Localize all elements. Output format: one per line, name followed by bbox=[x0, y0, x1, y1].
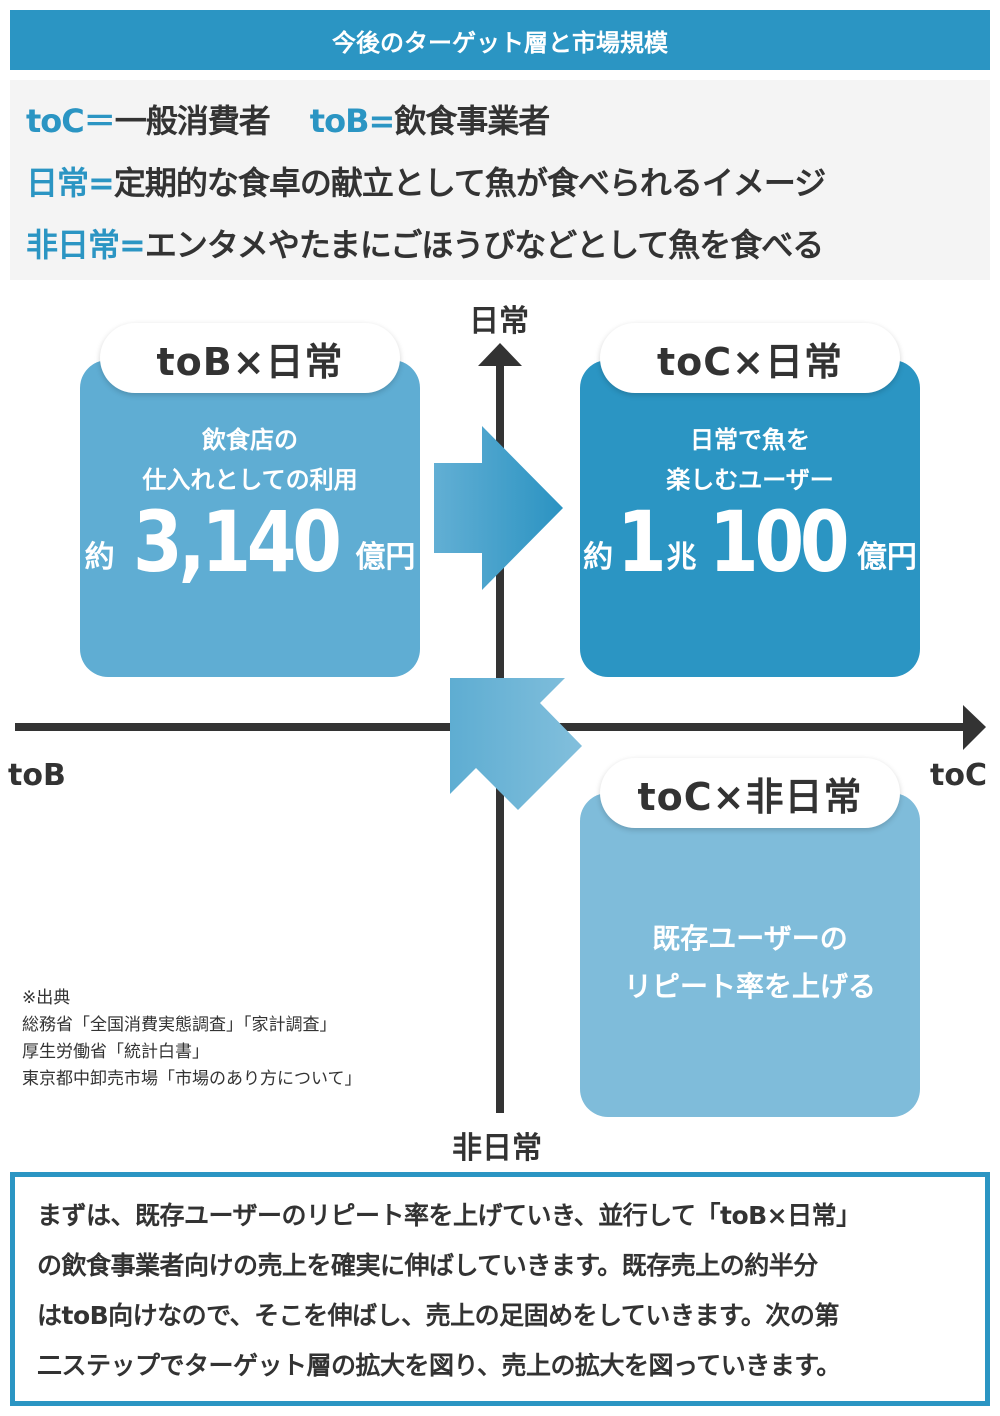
summary-line: 二ステップでターゲット層の拡大を図り、売上の拡大を図っていきます。 bbox=[37, 1351, 841, 1380]
axis-label-tob: toB bbox=[8, 758, 66, 793]
amount-number-trillion: 1 bbox=[617, 493, 667, 591]
amount-number: 3,140 bbox=[132, 493, 342, 591]
card-toc-daily-line1: 日常で魚を bbox=[690, 426, 810, 454]
definition-key-tob: toB= bbox=[309, 102, 395, 140]
definition-line-3: 非日常=エンタメやたまにごほうびなどとして魚を食べる bbox=[26, 218, 990, 280]
definition-line-1: toC＝一般消費者 toB=飲食事業者 bbox=[26, 94, 990, 156]
card-toc-daily-line2: 楽しむユーザー bbox=[666, 466, 834, 494]
quadrant-card-toc-nondaily: 既存ユーザーの リピート率を上げる bbox=[580, 793, 920, 1117]
card-toc-nondaily-line1: 既存ユーザーの bbox=[652, 922, 848, 955]
definition-line-2: 日常=定期的な食卓の献立として魚が食べられるイメージ bbox=[26, 156, 990, 218]
axis-label-daily: 日常 bbox=[469, 304, 529, 339]
quadrant-label-toc-nondaily: toC×非日常 bbox=[600, 758, 900, 828]
definition-key-toc: toC＝ bbox=[26, 102, 116, 140]
amount-prefix: 約 bbox=[583, 540, 614, 575]
arrow-up-left-icon bbox=[450, 678, 582, 810]
arrow-right-icon bbox=[434, 426, 563, 590]
card-tob-daily-line2: 仕入れとしての利用 bbox=[142, 466, 358, 494]
definition-value-toc: 一般消費者 bbox=[114, 102, 271, 140]
source-item: 総務省「全国消費実態調査」「家計調査」 bbox=[22, 1015, 337, 1035]
axis-label-toc: toC bbox=[930, 758, 987, 793]
page-title-bar: 今後のターゲット層と市場規模 bbox=[10, 10, 990, 70]
summary-line: まずは、既存ユーザーのリピート率を上げていき、並行して「toB×日常」 bbox=[37, 1201, 861, 1230]
summary-box: まずは、既存ユーザーのリピート率を上げていき、並行して「toB×日常」 の飲食事… bbox=[10, 1172, 990, 1406]
definition-value-daily: 定期的な食卓の献立として魚が食べられるイメージ bbox=[113, 164, 826, 202]
page-title: 今後のターゲット層と市場規模 bbox=[332, 28, 668, 57]
source-item: 厚生労働省「統計白書」 bbox=[22, 1042, 209, 1062]
amount-number-oku: 100 bbox=[708, 493, 850, 591]
definition-key-nondaily: 非日常= bbox=[26, 226, 146, 264]
card-tob-daily-line1: 飲食店の bbox=[202, 426, 298, 454]
amount-unit-trillion: 兆 bbox=[666, 540, 697, 575]
definition-value-nondaily: エンタメやたまにごほうびなどとして魚を食べる bbox=[144, 226, 824, 264]
summary-line: の飲食事業者向けの売上を確実に伸ばしていきます。既存売上の約半分 bbox=[37, 1251, 818, 1280]
source-title: ※出典 bbox=[22, 988, 71, 1008]
summary-line: はtoB向けなので、そこを伸ばし、売上の足固めをしていきます。次の第 bbox=[37, 1301, 839, 1330]
quadrant-label-tob-daily: toB×日常 bbox=[100, 323, 400, 393]
definitions-panel: toC＝一般消費者 toB=飲食事業者 日常=定期的な食卓の献立として魚が食べられ… bbox=[10, 80, 990, 280]
amount-suffix: 億円 bbox=[355, 540, 416, 575]
definition-value-tob: 飲食事業者 bbox=[394, 102, 550, 140]
amount-prefix: 約 bbox=[84, 540, 115, 575]
card-toc-nondaily-line2: リピート率を上げる bbox=[623, 970, 876, 1003]
definition-key-daily: 日常= bbox=[26, 164, 115, 202]
axis-label-nondaily: 非日常 bbox=[452, 1131, 542, 1166]
quadrant-label-toc-daily: toC×日常 bbox=[600, 323, 900, 393]
source-notes: ※出典 総務省「全国消費実態調査」「家計調査」 厚生労働省「統計白書」 東京都中… bbox=[22, 985, 362, 1093]
source-item: 東京都中卸売市場「市場のあり方について」 bbox=[22, 1069, 362, 1089]
amount-suffix: 億円 bbox=[856, 540, 917, 575]
horizontal-axis-arrowhead-icon bbox=[963, 705, 986, 750]
vertical-axis-arrowhead-icon bbox=[478, 343, 522, 366]
